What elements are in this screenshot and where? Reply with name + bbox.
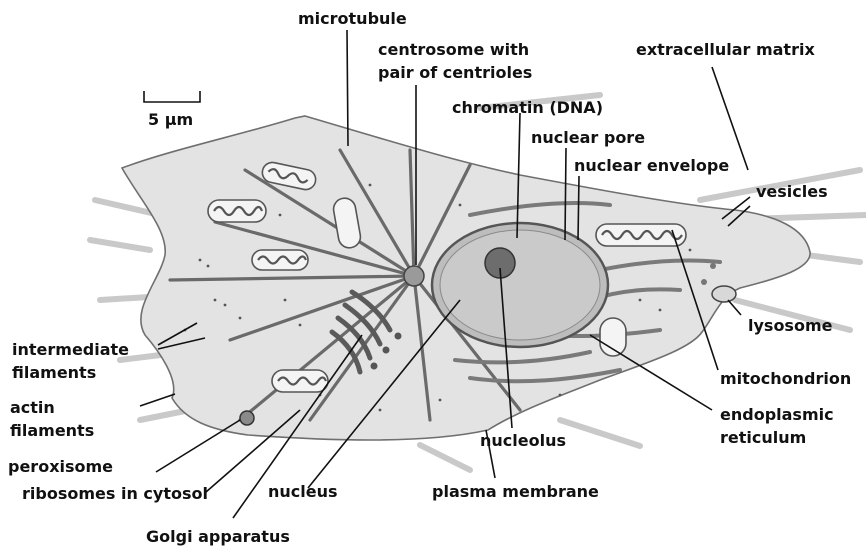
chromatin-region [440, 230, 600, 340]
label-golgi: Golgi apparatus [146, 527, 290, 546]
label-intermediate-line2: filaments [12, 363, 96, 382]
label-chromatin: chromatin (DNA) [452, 98, 603, 117]
lysosome-shape [712, 286, 736, 302]
centrosome-shape [404, 266, 424, 286]
label-intermediate-line1: intermediate [12, 340, 129, 359]
label-extracellular-matrix: extracellular matrix [636, 40, 815, 59]
scale-bar: 5 μm [144, 91, 200, 129]
label-actin-line2: filaments [10, 421, 94, 440]
label-lysosome: lysosome [748, 316, 833, 335]
label-actin-line1: actin [10, 398, 55, 417]
label-er-line1: endoplasmic [720, 405, 834, 424]
label-plasma-membrane: plasma membrane [432, 482, 599, 501]
label-peroxisome: peroxisome [8, 457, 113, 476]
label-centrosome-line2: pair of centrioles [378, 63, 532, 82]
label-er-line2: reticulum [720, 428, 806, 447]
label-nucleus: nucleus [268, 482, 338, 501]
label-ribosomes: ribosomes in cytosol [22, 484, 208, 503]
peroxisome-shape [240, 411, 254, 425]
label-mitochondrion: mitochondrion [720, 369, 851, 388]
label-nuclear-envelope: nuclear envelope [574, 156, 729, 175]
label-microtubule: microtubule [298, 9, 407, 28]
label-vesicles: vesicles [756, 182, 828, 201]
label-nucleolus: nucleolus [480, 431, 566, 450]
label-nuclear-pore: nuclear pore [531, 128, 645, 147]
label-centrosome-line1: centrosome with [378, 40, 529, 59]
scale-bar-label: 5 μm [148, 110, 193, 129]
